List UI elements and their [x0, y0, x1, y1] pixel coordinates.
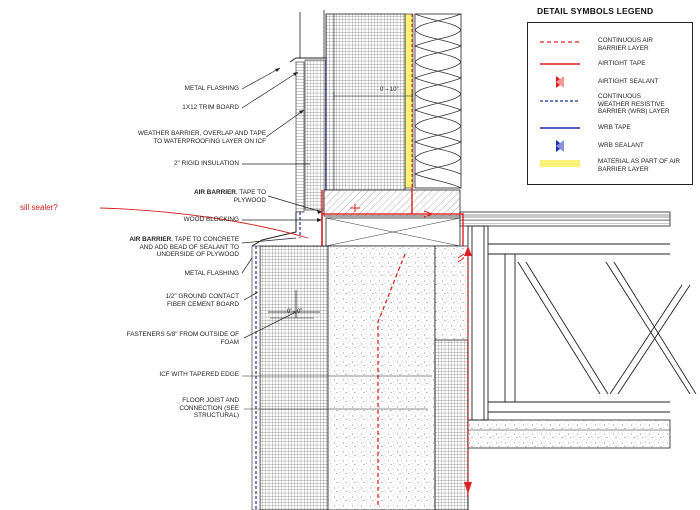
dimension-label-upper: 0' - 10" [380, 87, 399, 93]
legend-symbol-wrb-sealant [556, 140, 564, 152]
icf-foam-exterior [259, 245, 329, 510]
legend-title: DETAIL SYMBOLS LEGEND [537, 6, 654, 16]
concrete-core [327, 245, 436, 510]
callout-icf-tapered: ICF WITH TAPERED EDGE [159, 371, 239, 378]
legend-item-wrb-sealant: WRB SEALANT [598, 142, 644, 149]
wood-blocking [323, 189, 461, 217]
callout-metal-flashing-top: METAL FLASHING [184, 85, 239, 92]
floor-joist [467, 225, 697, 421]
rigid-insulation-upper [304, 59, 326, 211]
annotation-leader [99, 207, 309, 239]
legend-item-wrb-tape: WRB TAPE [598, 124, 631, 131]
metal-flashing-bottom [251, 212, 297, 247]
legend-item-airtight-sealant: AIRTIGHT SEALANT [598, 78, 659, 85]
air-barrier-concrete [377, 253, 406, 508]
callout-trim-board: 1X12 TRIM BOARD [182, 104, 239, 111]
icf-foam-interior [434, 339, 469, 510]
metal-flashing-top [289, 57, 326, 63]
upper-wall-foam [325, 13, 406, 197]
batt-insulation [413, 13, 463, 189]
legend-item-airtight-tape: AIRTIGHT TAPE [598, 60, 646, 67]
floor-deck [459, 211, 671, 227]
legend-box [527, 22, 693, 185]
sill-sealer-annotation: sill sealer? [20, 203, 58, 212]
floor-slab [467, 419, 671, 449]
legend-symbols [540, 41, 580, 167]
callout-wood-blocking: WOOD BLOCKING [183, 216, 239, 223]
leader-arrowheads [275, 68, 322, 222]
dimension-upper [333, 92, 413, 100]
callout-metal-flashing-bottom: METAL FLASHING [184, 270, 239, 277]
leader-lines [241, 67, 323, 339]
legend-symbol-yellow [540, 160, 580, 167]
legend-symbol-airtight-sealant [556, 76, 564, 88]
dimension-label-lower: 0' - 0" [287, 309, 303, 315]
trim-board [295, 61, 305, 213]
callout-rigid-insulation: 2" RIGID INSULATION [173, 160, 239, 167]
